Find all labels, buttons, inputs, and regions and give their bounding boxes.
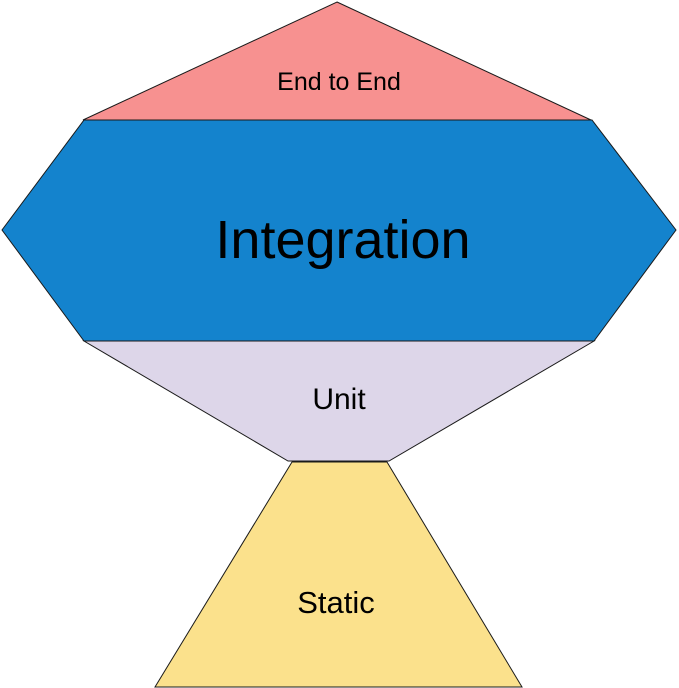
end-to-end-label: End to End [277, 68, 401, 96]
unit-section-shape [82, 340, 596, 462]
end-to-end-section-shape [82, 1, 592, 121]
static-label: Static [297, 585, 375, 620]
integration-label: Integration [215, 210, 470, 270]
static-section-shape [154, 461, 523, 688]
unit-label: Unit [312, 383, 366, 416]
